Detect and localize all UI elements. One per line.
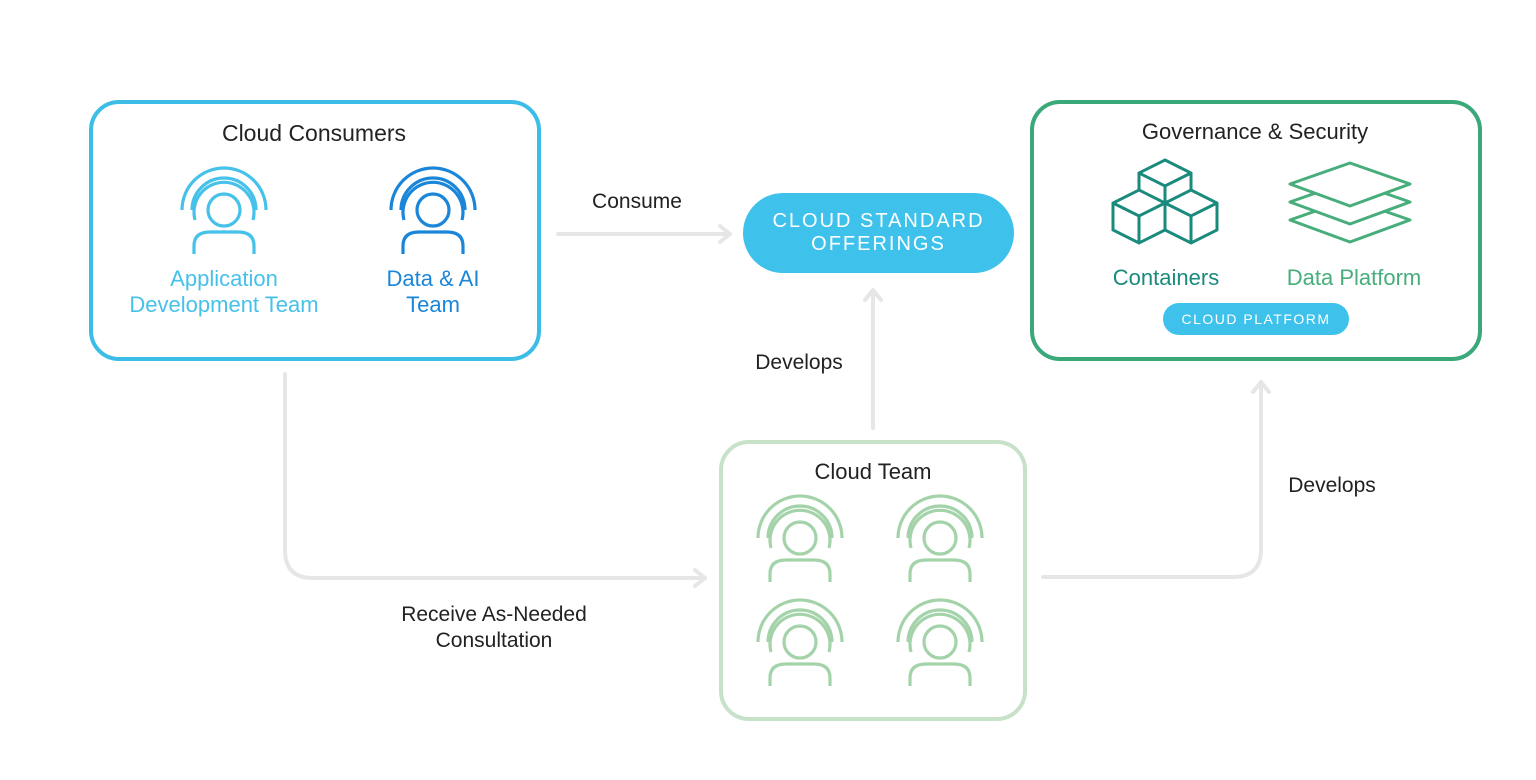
consultation-line: Consultation — [435, 629, 553, 652]
develops-up-edge-label: Develops — [755, 351, 843, 374]
consultation-edge-label: Receive As-Needed Consultation — [364, 602, 624, 654]
consume-edge-label: Consume — [592, 190, 682, 213]
connector-develops-right — [1041, 380, 1271, 579]
develops-right-edge-label: Develops — [1288, 474, 1376, 497]
connector-consume — [556, 224, 732, 244]
application-development-team-label: Application Development Team — [94, 266, 354, 318]
governance-security-box — [1030, 100, 1482, 361]
data-platform-layers-icon — [1288, 161, 1412, 244]
cloud-consumers-box — [89, 100, 541, 361]
team-name-line: Development Team — [129, 292, 319, 317]
consultation-line: Receive As-Needed — [401, 603, 587, 626]
data-ai-team-label: Data & AI Team — [353, 266, 513, 318]
cloud-platform-badge: CLOUD PLATFORM — [1163, 303, 1349, 335]
offering-line: CLOUD STANDARD — [772, 210, 985, 232]
cloud-team-box — [719, 440, 1027, 721]
team-name-line: Application — [170, 266, 278, 291]
connector-develops-up — [863, 288, 883, 430]
cloud-consumers-title: Cloud Consumers — [221, 120, 407, 146]
team-name-line: Data & AI — [386, 266, 480, 291]
offering-line: OFFERINGS — [811, 233, 946, 255]
connector-consultation — [283, 372, 707, 588]
data-platform-label: Data Platform — [1286, 265, 1422, 290]
governance-security-title: Governance & Security — [1141, 119, 1369, 144]
team-name-line: Team — [406, 292, 460, 317]
cloud-team-title: Cloud Team — [814, 459, 932, 484]
cloud-standard-offerings-node: CLOUD STANDARD OFFERINGS — [743, 193, 1014, 273]
containers-label: Containers — [1112, 265, 1220, 290]
